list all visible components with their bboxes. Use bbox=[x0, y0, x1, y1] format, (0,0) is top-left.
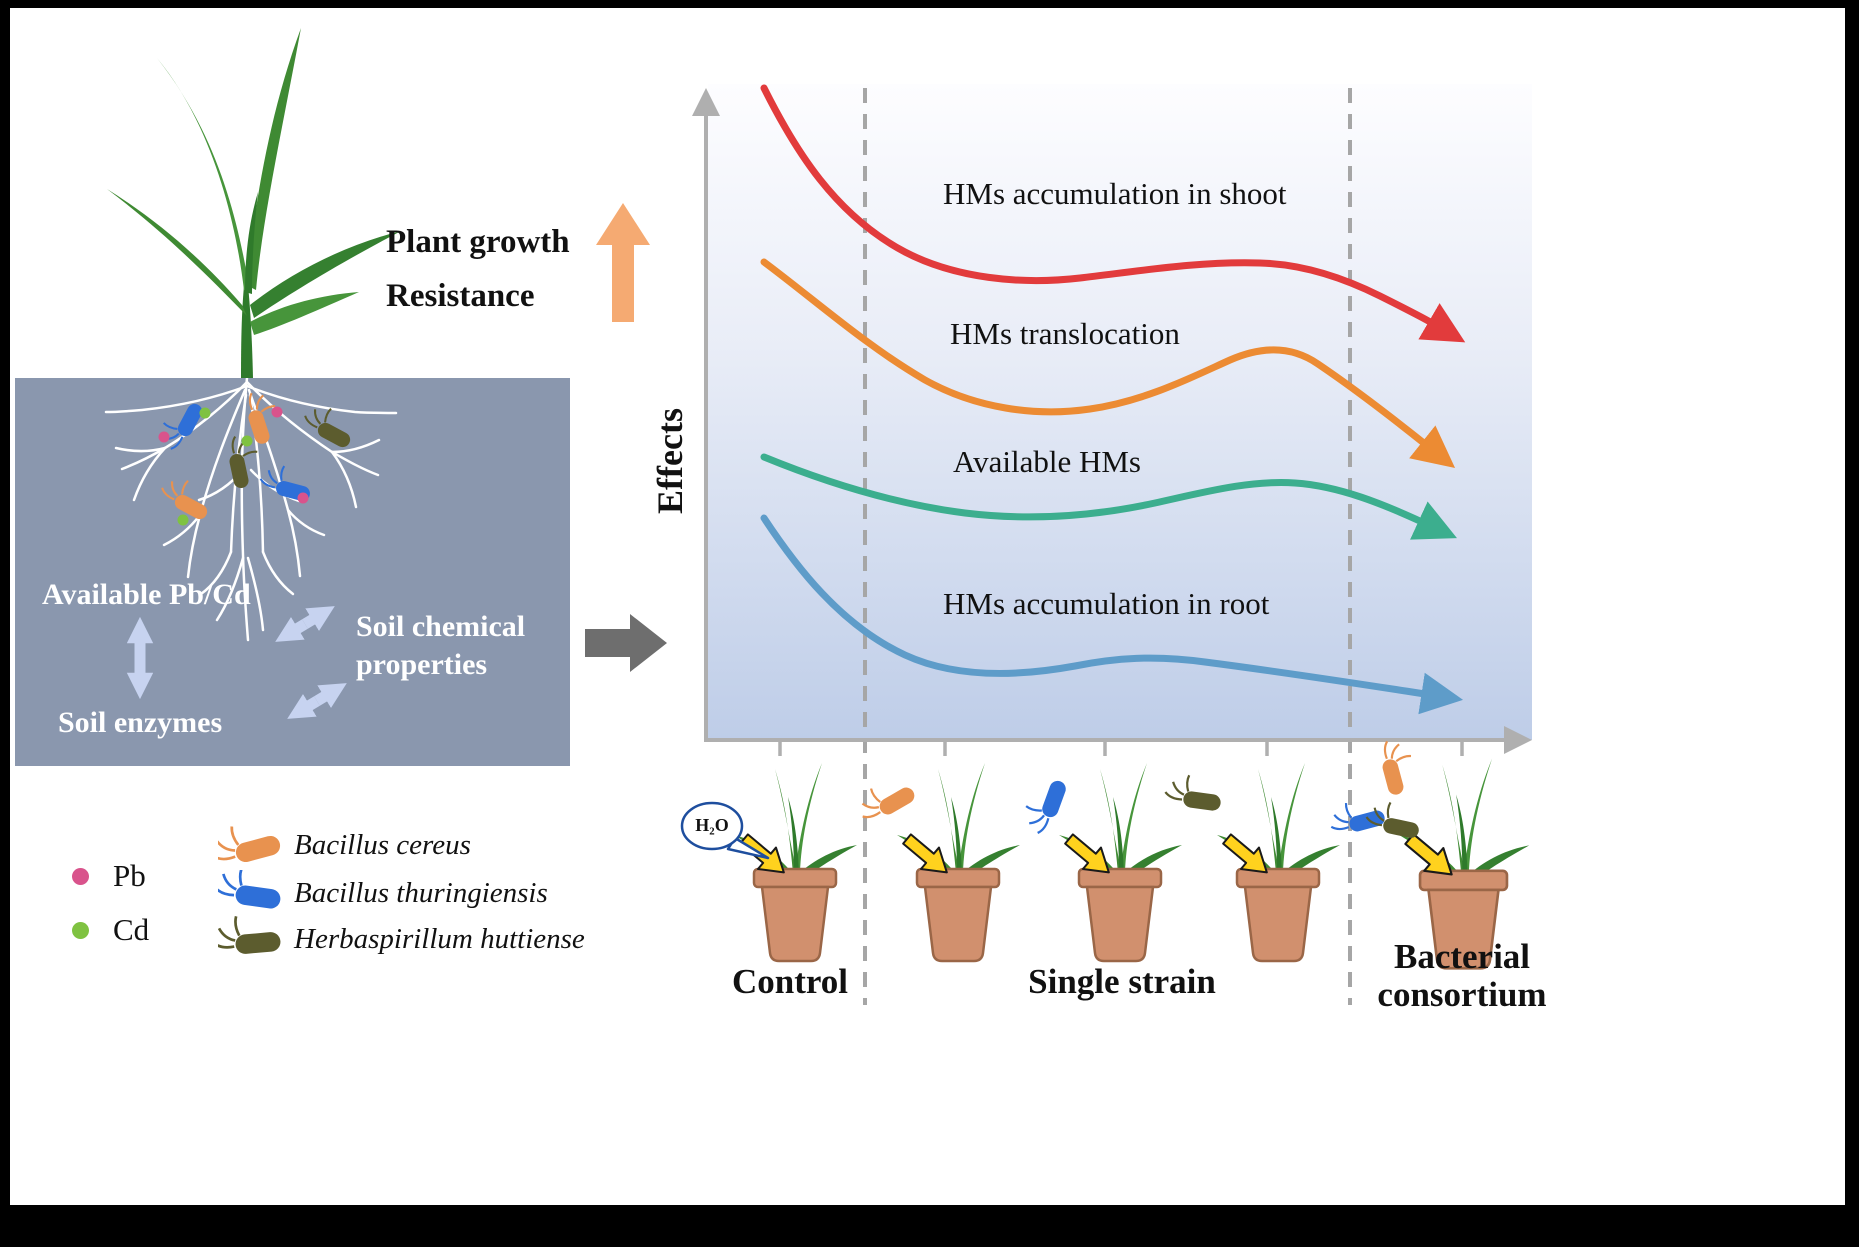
curve-label-shoot: HMs accumulation in shoot bbox=[943, 176, 1287, 211]
chart-axes bbox=[692, 88, 1532, 756]
divider-dashed-lines bbox=[863, 88, 1352, 1005]
pb-dot-icon bbox=[72, 867, 89, 885]
root-system bbox=[104, 376, 398, 642]
pot-single-thuringiensis bbox=[1057, 761, 1184, 963]
soil-enzymes-label: Soil enzymes bbox=[58, 706, 223, 739]
chart-background bbox=[708, 84, 1532, 740]
plant-growth-label: Plant growth bbox=[386, 224, 570, 260]
legend-pb: Pb bbox=[72, 858, 146, 894]
bacillus-thuringiensis-icon bbox=[218, 870, 286, 912]
root-bacteria bbox=[153, 386, 361, 526]
curve-available-hms bbox=[760, 453, 1457, 540]
frame-border-right bbox=[1845, 0, 1859, 1247]
available-pbcd-label: Available Pb/Cd bbox=[42, 578, 251, 611]
curve-label-root: HMs accumulation in root bbox=[943, 586, 1270, 621]
legend-bacillus-cereus: Bacillus cereus bbox=[218, 822, 471, 868]
frame-border-top bbox=[0, 0, 1859, 8]
pot-control bbox=[732, 761, 859, 963]
bacillus-cereus-icon bbox=[851, 769, 919, 828]
frame-border-left bbox=[0, 0, 10, 1247]
chart bbox=[692, 84, 1532, 1005]
legend-cd: Cd bbox=[72, 912, 149, 948]
pot-single-cereus bbox=[895, 761, 1022, 963]
bacillus-cereus-label: Bacillus cereus bbox=[294, 828, 471, 861]
cd-dot-icon bbox=[72, 921, 89, 939]
bacillus-thuringiensis-icon bbox=[1017, 772, 1070, 839]
plant-illustration bbox=[107, 28, 401, 378]
chart-curves bbox=[760, 84, 1466, 715]
bacillus-cereus-icon bbox=[1375, 735, 1421, 798]
x-axis-ticks bbox=[778, 740, 1464, 756]
plant-growth-arrow-icon bbox=[596, 203, 650, 322]
pb-label: Pb bbox=[113, 858, 146, 893]
group-label-single-strain: Single strain bbox=[1028, 962, 1216, 1001]
legend-herbaspirillum-huttiense: Herbaspirillum huttiense bbox=[218, 916, 585, 962]
herbaspirillum-huttiense-icon bbox=[218, 916, 283, 958]
curve-label-translocation: HMs translocation bbox=[950, 316, 1180, 351]
soil-chemical-properties-label: Soil chemical properties bbox=[356, 610, 526, 681]
herbaspirillum-huttiense-label: Herbaspirillum huttiense bbox=[294, 922, 585, 955]
pb-dots-icon bbox=[158, 406, 309, 504]
cd-dots-icon bbox=[177, 407, 253, 526]
effects-axis-label: Effects bbox=[650, 408, 690, 514]
water-bubble-icon bbox=[680, 801, 770, 860]
water-label: H₂O bbox=[695, 815, 729, 835]
pot-single-huttiense bbox=[1215, 761, 1342, 963]
curve-hms-accumulation-shoot bbox=[760, 84, 1466, 343]
pots-row bbox=[680, 735, 1531, 970]
group-label-control: Control bbox=[731, 962, 849, 1001]
cd-label: Cd bbox=[113, 912, 150, 947]
resistance-label: Resistance bbox=[386, 278, 535, 314]
curve-label-available: Available HMs bbox=[953, 444, 1141, 479]
soil-interaction-arrows-icon bbox=[126, 606, 347, 719]
soil-to-chart-arrow-icon bbox=[585, 614, 667, 672]
herbaspirillum-huttiense-icon bbox=[1162, 771, 1225, 813]
legend-bacillus-thuringiensis: Bacillus thuringiensis bbox=[218, 870, 548, 916]
frame-border-bottom bbox=[0, 1205, 1859, 1247]
curve-hms-accumulation-root bbox=[760, 514, 1464, 715]
curve-hms-translocation bbox=[760, 258, 1456, 469]
bacillus-thuringiensis-label: Bacillus thuringiensis bbox=[294, 876, 548, 909]
bacillus-cereus-icon bbox=[218, 822, 284, 868]
group-label-consortium: Bacterial consortium bbox=[1377, 937, 1547, 1014]
